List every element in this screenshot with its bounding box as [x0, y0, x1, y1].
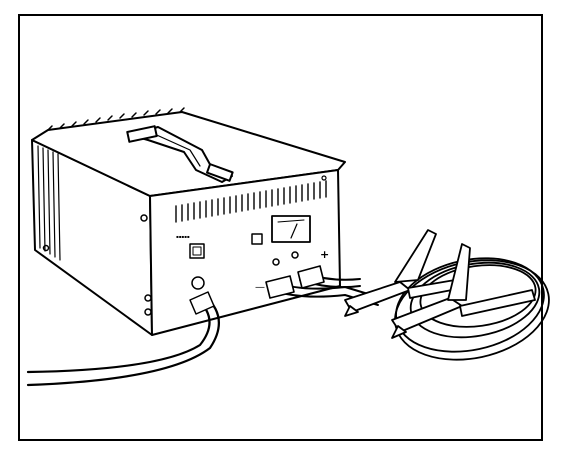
cooling-fins: [37, 145, 61, 261]
front-vents: [175, 180, 327, 223]
polarity-minus: —: [255, 282, 265, 293]
screw: [144, 294, 152, 302]
power-switch: [189, 243, 205, 259]
power-cord: [26, 298, 211, 374]
indicator-lamp: [272, 258, 280, 266]
panel-marking: ▪▪▪▪▪: [176, 234, 190, 239]
cable-boot: [297, 265, 325, 289]
panel-screw: [291, 251, 299, 259]
charger-front-panel: [149, 169, 341, 336]
polarity-plus: +: [320, 248, 329, 261]
screw: [42, 244, 50, 252]
screw: [321, 175, 327, 181]
clamp-positive: [344, 229, 456, 317]
cord-grommet: [191, 276, 205, 290]
clamp-negative: [391, 243, 536, 339]
screw: [140, 214, 148, 222]
mode-switch: [251, 233, 263, 245]
screw: [144, 308, 152, 316]
cable-boot: [265, 275, 295, 299]
top-fins: [47, 107, 185, 131]
